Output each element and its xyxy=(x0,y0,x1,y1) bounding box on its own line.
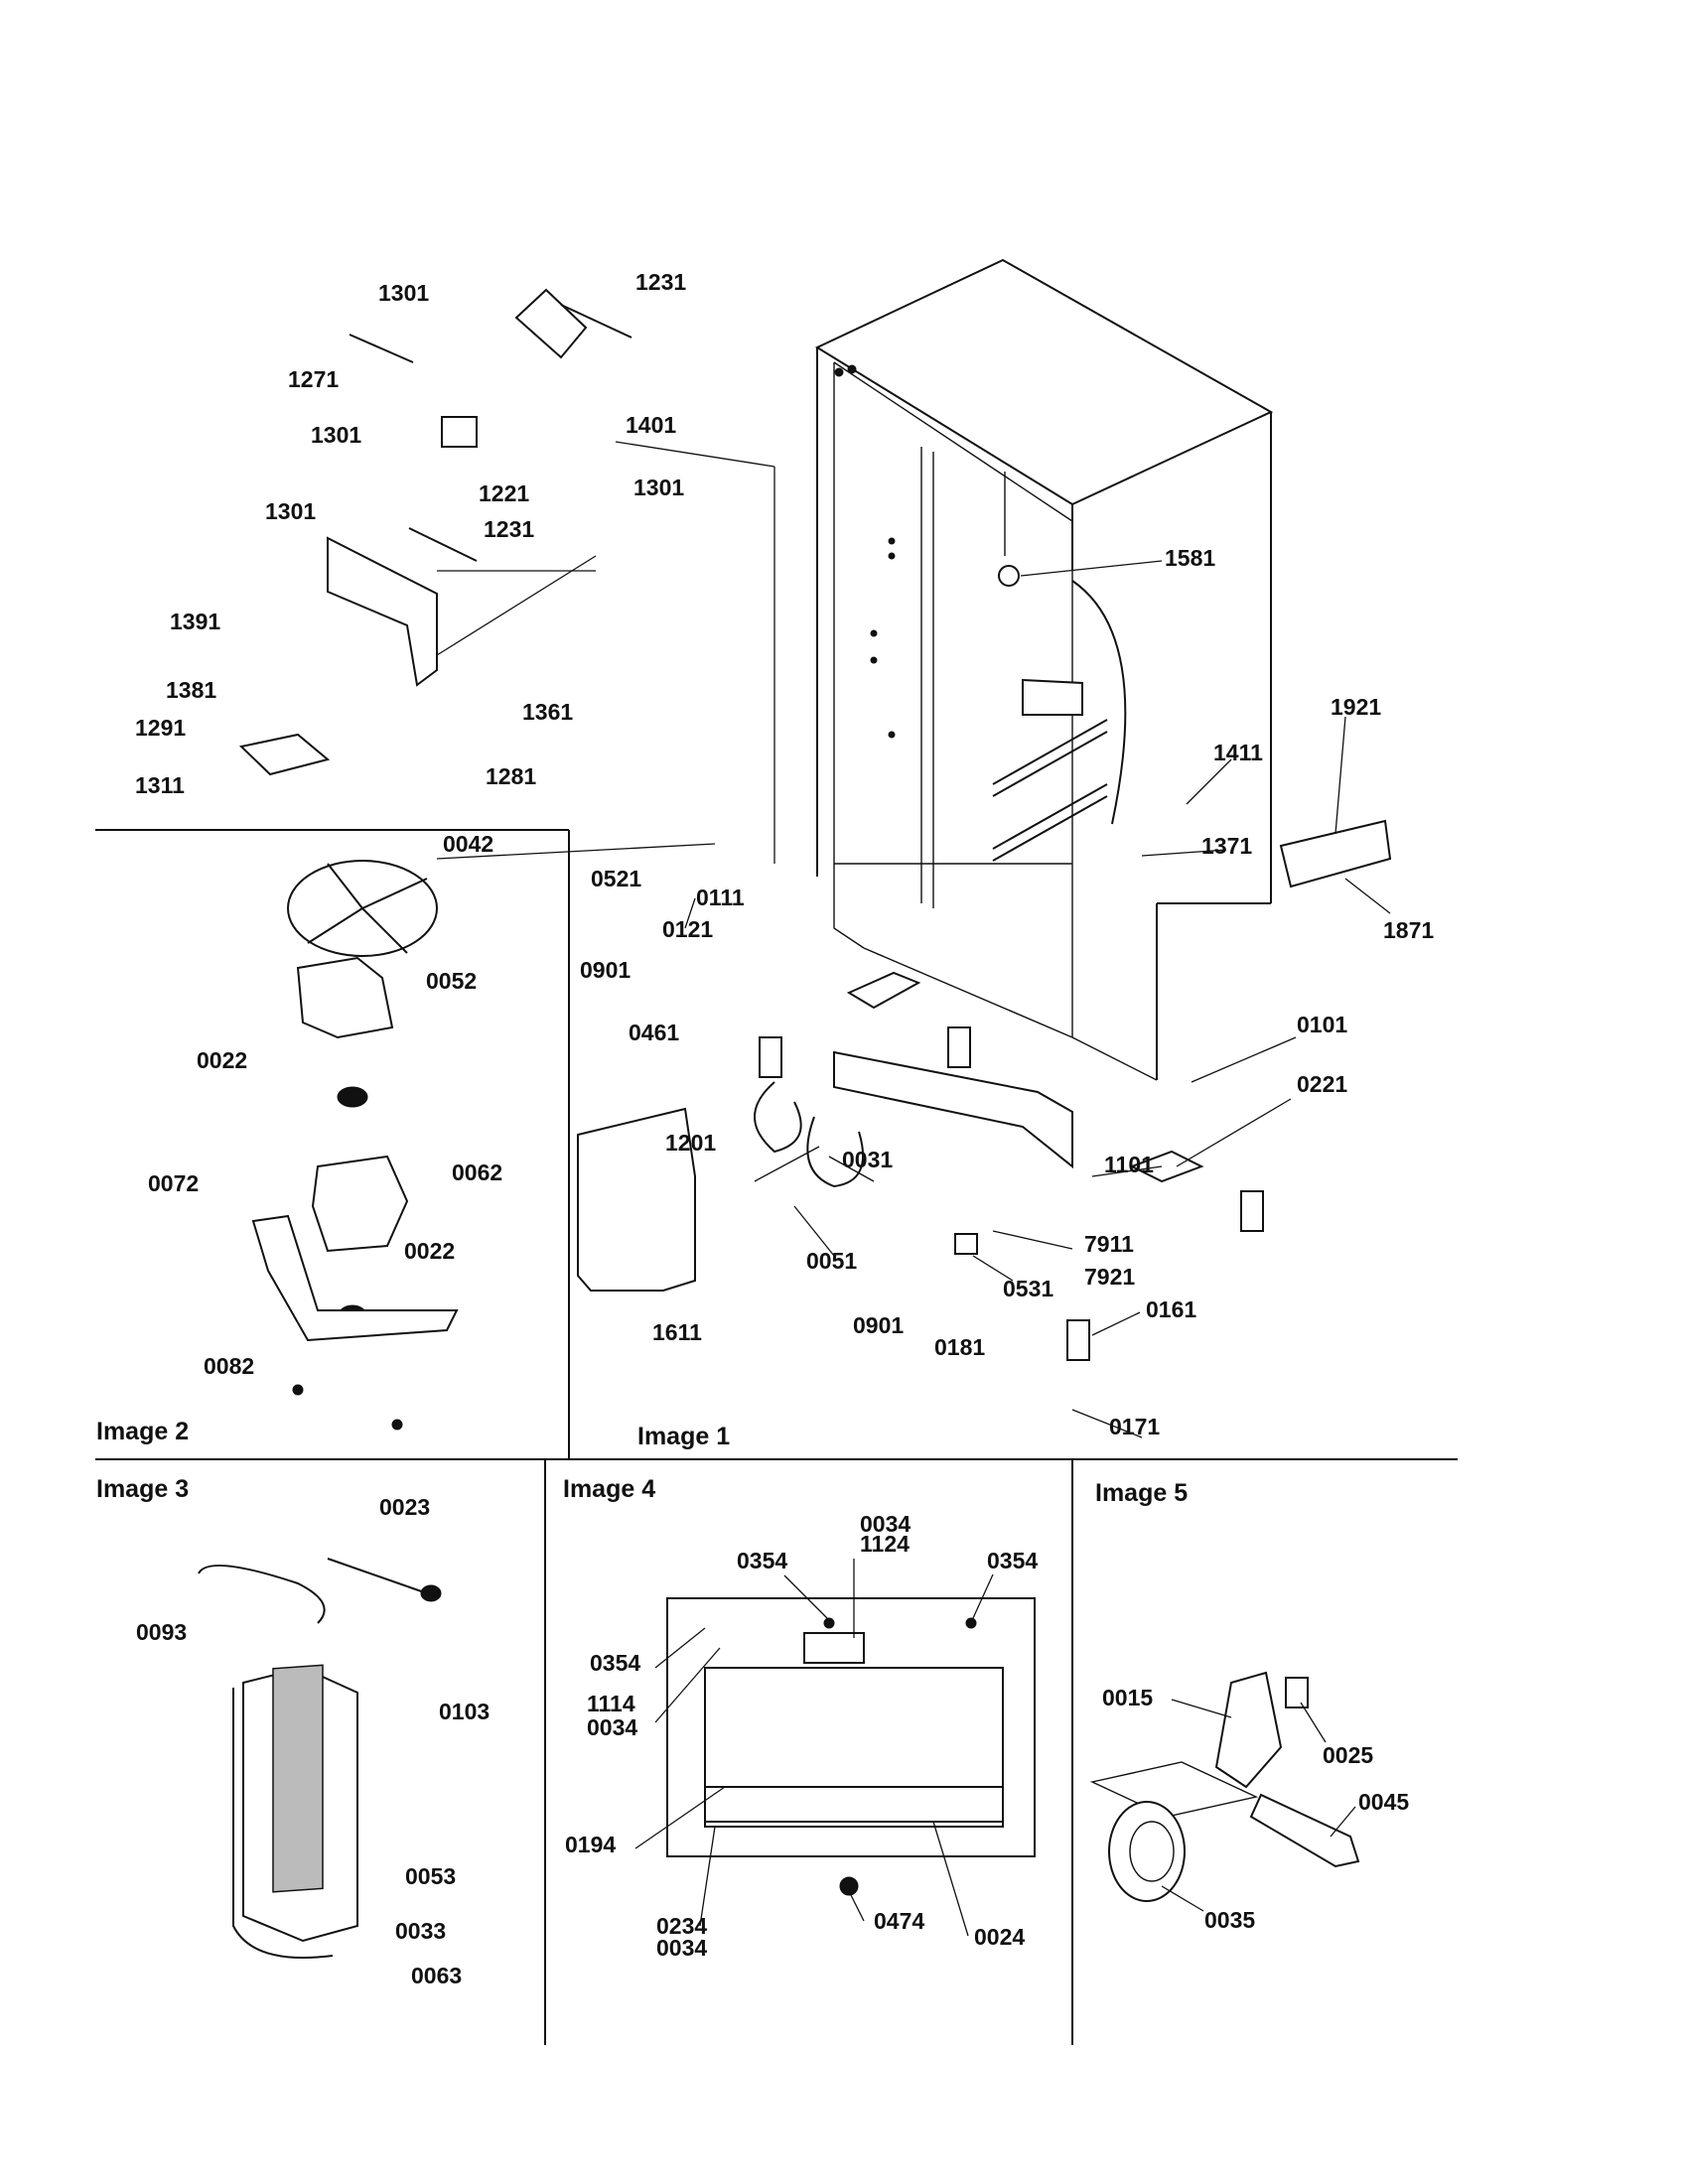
part-number: 0093 xyxy=(136,1619,187,1645)
panel-dividers xyxy=(95,829,1458,2045)
part-number: 0053 xyxy=(405,1863,456,1889)
part-number: 1301 xyxy=(378,280,429,306)
part-number: 0354 xyxy=(590,1650,640,1676)
image4-label: Image 4 xyxy=(563,1475,655,1503)
part-number: 1124 xyxy=(860,1531,910,1557)
caster-wheel-assembly xyxy=(1089,1671,1360,1902)
panel-labels: Image 1 Image 2 Image 3 Image 4 Image 5 xyxy=(96,1418,1188,1507)
part-number: 0031 xyxy=(842,1147,893,1172)
part-number: 0221 xyxy=(1297,1071,1347,1097)
part-number: 1301 xyxy=(265,498,316,524)
part-number: 0082 xyxy=(204,1353,254,1379)
part-number: 0023 xyxy=(379,1494,430,1520)
part-number: 1871 xyxy=(1383,917,1434,943)
part-number: 0022 xyxy=(197,1047,247,1073)
part-number: 0171 xyxy=(1109,1414,1160,1439)
part-number: 1311 xyxy=(135,772,185,798)
part-number: 0901 xyxy=(580,957,631,983)
part-number: 7911 xyxy=(1084,1231,1134,1257)
part-number: 0025 xyxy=(1323,1742,1373,1768)
part-number: 0354 xyxy=(737,1548,787,1573)
part-number: 1271 xyxy=(288,366,339,392)
image3-label: Image 3 xyxy=(96,1475,189,1503)
callouts-image5: 0015 0025 0045 0035 xyxy=(1102,1685,1409,1933)
part-number: 1221 xyxy=(479,480,529,506)
part-number: 0033 xyxy=(395,1918,446,1944)
part-number: 0045 xyxy=(1358,1789,1409,1815)
part-number: 0521 xyxy=(591,866,641,891)
part-number: 1281 xyxy=(486,763,536,789)
part-number: 0161 xyxy=(1146,1297,1196,1322)
part-number: 0062 xyxy=(452,1160,502,1185)
part-number: 7921 xyxy=(1084,1264,1135,1290)
callouts-image2: 0042 0052 0022 0062 0072 0022 0082 xyxy=(148,831,502,1379)
part-number: 1371 xyxy=(1201,833,1252,859)
part-number: 1361 xyxy=(522,699,573,725)
part-number: 0194 xyxy=(565,1832,616,1857)
part-number: 0531 xyxy=(1003,1276,1053,1301)
image5-label: Image 5 xyxy=(1095,1479,1188,1507)
part-number: 0461 xyxy=(629,1020,679,1045)
part-number: 1411 xyxy=(1213,740,1263,765)
image2-label: Image 2 xyxy=(96,1418,189,1445)
part-number: 0354 xyxy=(987,1548,1038,1573)
part-number: 1291 xyxy=(135,715,186,741)
image1-label: Image 1 xyxy=(637,1423,730,1450)
part-number: 1581 xyxy=(1165,545,1215,571)
part-number: 1301 xyxy=(311,422,361,448)
part-number: 1231 xyxy=(635,269,686,295)
fan-bracket-assembly xyxy=(238,288,632,776)
part-number: 1921 xyxy=(1331,694,1381,720)
part-number: 0034 xyxy=(860,1511,911,1537)
part-number: 0051 xyxy=(806,1248,857,1274)
part-number: 1114 xyxy=(587,1691,635,1716)
part-number: 0101 xyxy=(1297,1012,1347,1037)
callouts-image3: 0023 0093 0103 0053 0033 0063 xyxy=(136,1494,490,1988)
part-number: 0121 xyxy=(662,916,713,942)
part-number: 0052 xyxy=(426,968,477,994)
part-number: 1401 xyxy=(626,412,676,438)
part-number: 0022 xyxy=(404,1238,455,1264)
part-number: 0103 xyxy=(439,1699,490,1724)
part-number: 0181 xyxy=(934,1334,985,1360)
evaporator-assembly xyxy=(198,1558,442,1959)
part-number: 0042 xyxy=(443,831,493,857)
part-number: 0234 xyxy=(656,1913,707,1939)
callouts-image4: 0034 1124 0354 0354 0354 1114 0034 0194 … xyxy=(565,1511,1038,1961)
part-number: 0901 xyxy=(853,1312,904,1338)
part-number: 1301 xyxy=(633,475,684,500)
part-number: 0034 xyxy=(656,1935,707,1961)
callouts-top: 1301 1231 1271 1301 1401 1221 1301 xyxy=(288,269,686,506)
part-number: 1101 xyxy=(1104,1152,1154,1177)
part-number: 0024 xyxy=(974,1924,1025,1950)
part-number: 0063 xyxy=(411,1963,462,1988)
callouts-bracket: 1301 1231 1391 1381 1361 1291 1281 1311 xyxy=(135,498,573,798)
part-number: 0072 xyxy=(148,1170,199,1196)
drain-pan-assembly xyxy=(666,1597,1036,1896)
part-number: 0111 xyxy=(696,885,745,910)
part-number: 1381 xyxy=(166,677,216,703)
part-number: 0034 xyxy=(587,1714,637,1740)
part-number: 0474 xyxy=(874,1908,924,1934)
callouts-cabinet: 1581 1921 1411 1371 1871 0521 0111 0121 … xyxy=(580,545,1434,1439)
part-number: 1201 xyxy=(665,1130,716,1156)
fan-motor-assembly xyxy=(251,860,459,1431)
refrigerator-cabinet xyxy=(436,258,1392,1438)
part-number: 1391 xyxy=(170,609,220,634)
part-number: 1231 xyxy=(484,516,534,542)
part-number: 0035 xyxy=(1204,1907,1255,1933)
part-number: 1611 xyxy=(652,1319,702,1345)
part-number: 0015 xyxy=(1102,1685,1153,1710)
